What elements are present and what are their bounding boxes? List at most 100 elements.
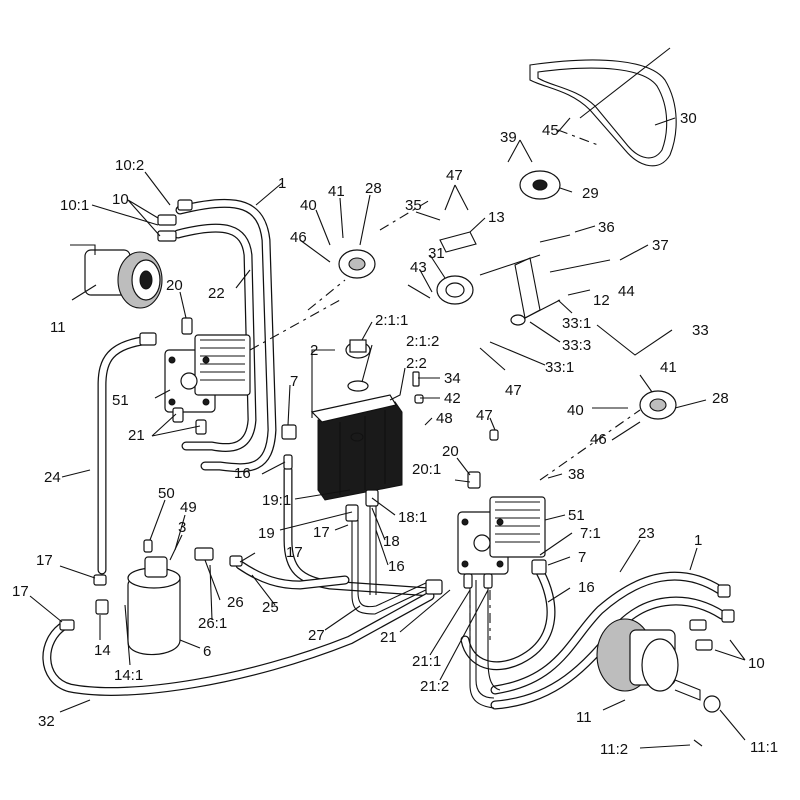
callout-51-left: 51 [112, 392, 129, 409]
hydraulic-filter-6 [127, 556, 181, 656]
callout-27: 27 [308, 627, 325, 644]
center-lines [249, 129, 641, 640]
callout-26: 26 [227, 594, 244, 611]
callout-46-top: 46 [290, 229, 307, 246]
callout-33: 33 [692, 322, 709, 339]
callout-16-left: 16 [234, 465, 251, 482]
callout-3: 3 [178, 519, 186, 536]
leader-lines [29, 117, 746, 749]
elbow-20-right [467, 471, 481, 489]
pump-right-51 [457, 496, 546, 575]
callout-41-right: 41 [660, 359, 677, 376]
callout-21-left: 21 [128, 427, 145, 444]
spring-13 [439, 231, 477, 253]
nut-11-1 [703, 695, 721, 713]
callout-36: 36 [598, 219, 615, 236]
callout-22: 22 [208, 285, 225, 302]
fittings [59, 199, 735, 651]
callout-34: 34 [444, 370, 461, 387]
callout-2-1-2: 2:1:2 [406, 333, 439, 350]
callout-10-top: 10 [112, 191, 129, 208]
callout-labels: 10:2 1 10 10:1 11 22 20 51 21 24 41 28 4… [12, 110, 778, 758]
callout-19: 19 [258, 525, 275, 542]
callout-47-mid: 47 [505, 382, 522, 399]
pump-left-51 [164, 334, 251, 413]
callout-10-2: 10:2 [115, 157, 144, 174]
callout-2-2: 2:2 [406, 355, 427, 372]
key-11-2 [693, 739, 703, 747]
callout-18: 18 [383, 533, 400, 550]
callout-11-top: 11 [50, 319, 66, 336]
callout-35: 35 [405, 197, 422, 214]
elbow-20-left [181, 317, 193, 335]
hoses [42, 198, 727, 710]
callout-1-right: 1 [694, 532, 702, 549]
callout-10-1: 10:1 [60, 197, 89, 214]
callout-17-center: 17 [313, 524, 330, 541]
callout-19-1: 19:1 [262, 492, 291, 509]
callout-46-right: 46 [590, 431, 607, 448]
callout-20-right: 20 [442, 443, 459, 460]
callout-14-1: 14:1 [114, 667, 143, 684]
callout-32: 32 [38, 713, 55, 730]
wheel-motor-lower-11 [596, 618, 721, 747]
callout-10-right: 10 [748, 655, 765, 672]
callout-25: 25 [262, 599, 279, 616]
callout-7-1: 7:1 [580, 525, 601, 542]
callout-45: 45 [542, 122, 559, 139]
callout-26-1: 26:1 [198, 615, 227, 632]
filter-head-3 [144, 556, 168, 578]
callout-2: 2 [310, 342, 318, 359]
callout-18-1: 18:1 [398, 509, 427, 526]
callout-41-top: 41 [328, 183, 345, 200]
callout-38: 38 [568, 466, 585, 483]
callout-44: 44 [618, 283, 635, 300]
callout-48: 48 [436, 410, 453, 427]
callout-42: 42 [444, 390, 461, 407]
idler-bracket-12 [514, 257, 541, 319]
callout-7-left: 7 [290, 373, 298, 390]
callout-11-1: 11:1 [750, 739, 778, 756]
callout-28-top: 28 [365, 180, 382, 197]
fitting-26 [194, 547, 214, 561]
callout-31: 31 [428, 245, 445, 262]
callout-49: 49 [180, 499, 197, 516]
belt-assembly [338, 47, 677, 420]
callout-51-right: 51 [568, 507, 585, 524]
callout-30: 30 [680, 110, 697, 127]
hose-24 [97, 335, 153, 575]
callout-7-right: 7 [578, 549, 586, 566]
callout-17-left-lower: 17 [12, 583, 29, 600]
callout-20-left: 20 [166, 277, 183, 294]
callout-39: 39 [500, 129, 517, 146]
callout-29: 29 [582, 185, 599, 202]
callout-33-3: 33:3 [562, 337, 591, 354]
hydraulic-tank-2 [310, 339, 403, 501]
elbow-7-right [531, 559, 547, 575]
callout-23: 23 [638, 525, 655, 542]
callout-17-mid: 17 [286, 544, 303, 561]
callout-47-tank: 47 [476, 407, 493, 424]
callout-12: 12 [593, 292, 610, 309]
callout-6: 6 [203, 643, 211, 660]
callout-1-top: 1 [278, 175, 286, 192]
callout-33-1-lower: 33:1 [545, 359, 574, 376]
callout-21-1: 21:1 [412, 653, 441, 670]
callout-40-top: 40 [300, 197, 317, 214]
fitting-10b [157, 230, 177, 242]
callout-33-1-upper: 33:1 [562, 315, 591, 332]
callout-17-left-upper: 17 [36, 552, 53, 569]
callout-21-lower: 21 [380, 629, 397, 646]
callout-43: 43 [410, 259, 427, 276]
callout-2-1-1: 2:1:1 [375, 312, 408, 329]
callout-40-right: 40 [567, 402, 584, 419]
bushing-33-3 [510, 314, 526, 326]
callout-28-right: 28 [712, 390, 729, 407]
callout-20-1: 20:1 [412, 461, 441, 478]
cap-gasket-2-1-2 [347, 380, 369, 392]
callout-21-2: 21:2 [420, 678, 449, 695]
fitting-10a [157, 214, 177, 226]
elbow-7-left [281, 424, 297, 440]
callout-50: 50 [158, 485, 175, 502]
